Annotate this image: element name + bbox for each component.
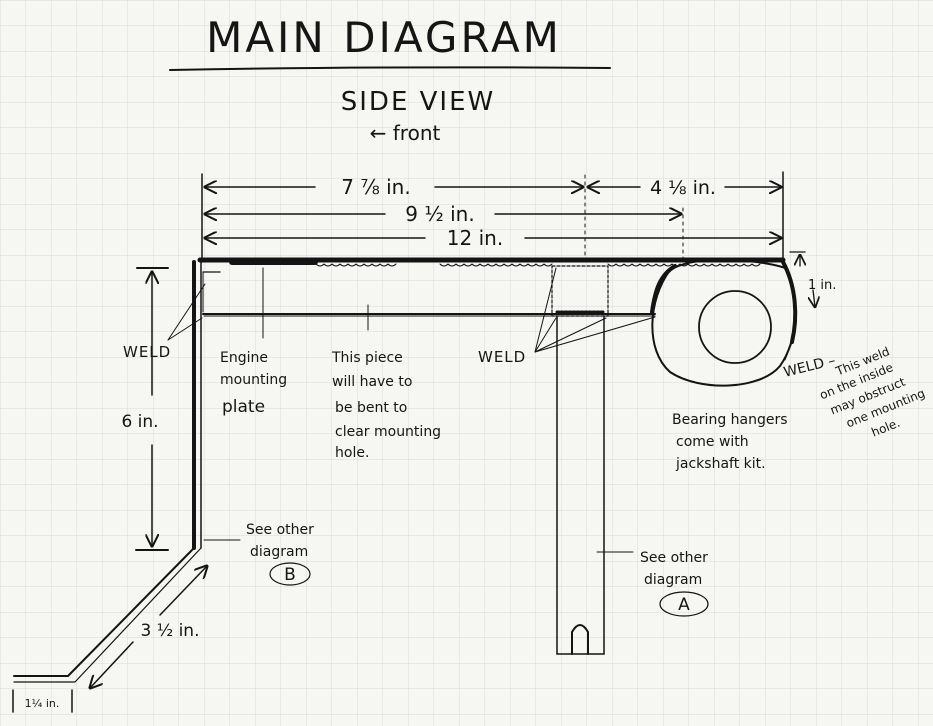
bearing-note: Bearing hangers come with jackshaft kit.: [672, 412, 792, 472]
dim-1-label: 1 in.: [808, 278, 836, 293]
dim-7-8-label: 7 ⅞ in.: [341, 175, 410, 199]
engine-plate-label: Engine mounting plate: [220, 350, 292, 417]
diagram-a-ref-circle: [659, 591, 709, 617]
diagram-b-ref-circle: [269, 562, 311, 586]
see-diagram-a-label: See other diagram: [640, 550, 712, 588]
frame-assembly: [13, 257, 798, 683]
dim-9-5-label: 9 ½ in.: [405, 202, 474, 226]
bearing-hole: [698, 290, 772, 364]
bearing-housing: [651, 258, 797, 387]
dim-6-label: 6 in.: [121, 412, 158, 432]
dim-4-1-8-label: 4 ⅛ in.: [650, 177, 716, 199]
front-label: ← front: [370, 121, 441, 145]
dim-1-25-label: 1¼ in.: [25, 697, 60, 710]
bent-note: This piece will have to be bent to clear…: [331, 350, 446, 461]
page-title: MAIN DIAGRAM: [206, 13, 562, 62]
diagram-b-ref: B: [284, 565, 296, 585]
dimension-lines: [12, 171, 815, 713]
view-label: SIDE VIEW: [341, 87, 495, 117]
leader-lines: [167, 267, 794, 553]
center-post-slot: [571, 624, 589, 655]
dim-3-5-label: 3 ½ in.: [140, 621, 199, 641]
center-bracket-box: [551, 265, 609, 317]
top-weld-bead: [315, 263, 761, 267]
title-underline: [169, 66, 611, 71]
weld-label-left: WELD: [123, 343, 171, 361]
dim-12-label: 12 in.: [447, 226, 503, 250]
diagram-a-ref: A: [678, 595, 690, 615]
weld-label-center: WELD: [478, 348, 526, 366]
diagonal-foot: [13, 547, 195, 677]
see-diagram-b-label: See other diagram: [246, 522, 318, 560]
